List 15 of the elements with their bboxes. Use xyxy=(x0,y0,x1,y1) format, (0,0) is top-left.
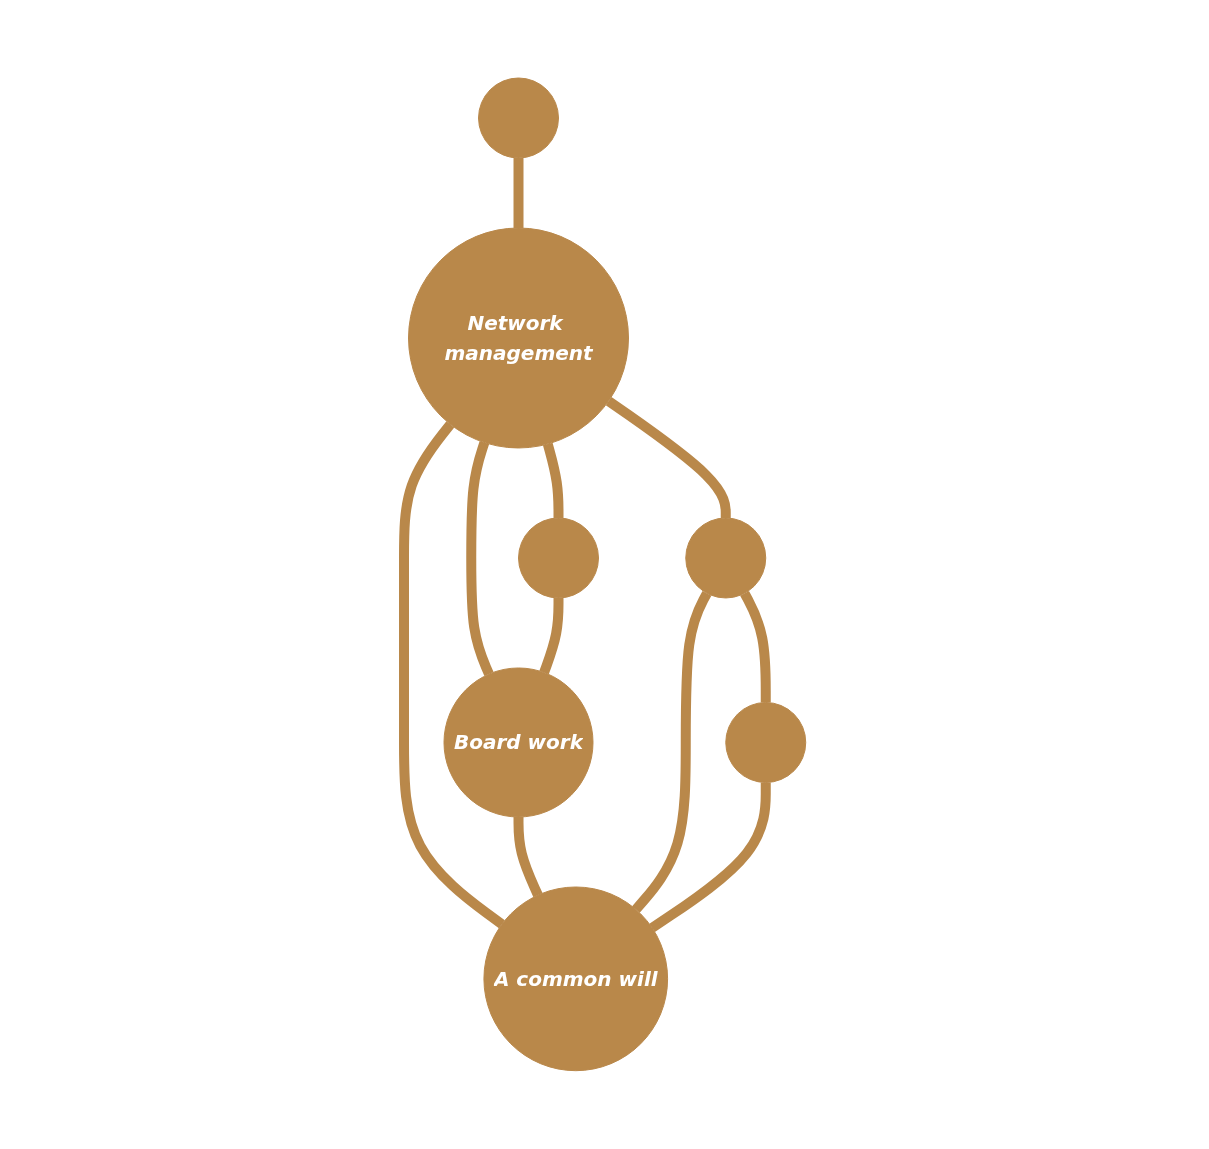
connector xyxy=(649,782,771,933)
connector xyxy=(513,158,524,229)
node-circle xyxy=(684,517,766,599)
connector xyxy=(542,442,564,519)
connector xyxy=(631,591,711,913)
connector xyxy=(465,441,494,677)
connector xyxy=(605,397,731,519)
node-circle xyxy=(724,702,806,784)
connector xyxy=(398,421,505,929)
connector xyxy=(739,591,771,703)
node-circle xyxy=(477,77,559,159)
connector xyxy=(539,598,564,675)
node-circle xyxy=(517,517,599,599)
node-circle: Network management xyxy=(407,227,629,449)
connector xyxy=(513,817,543,898)
